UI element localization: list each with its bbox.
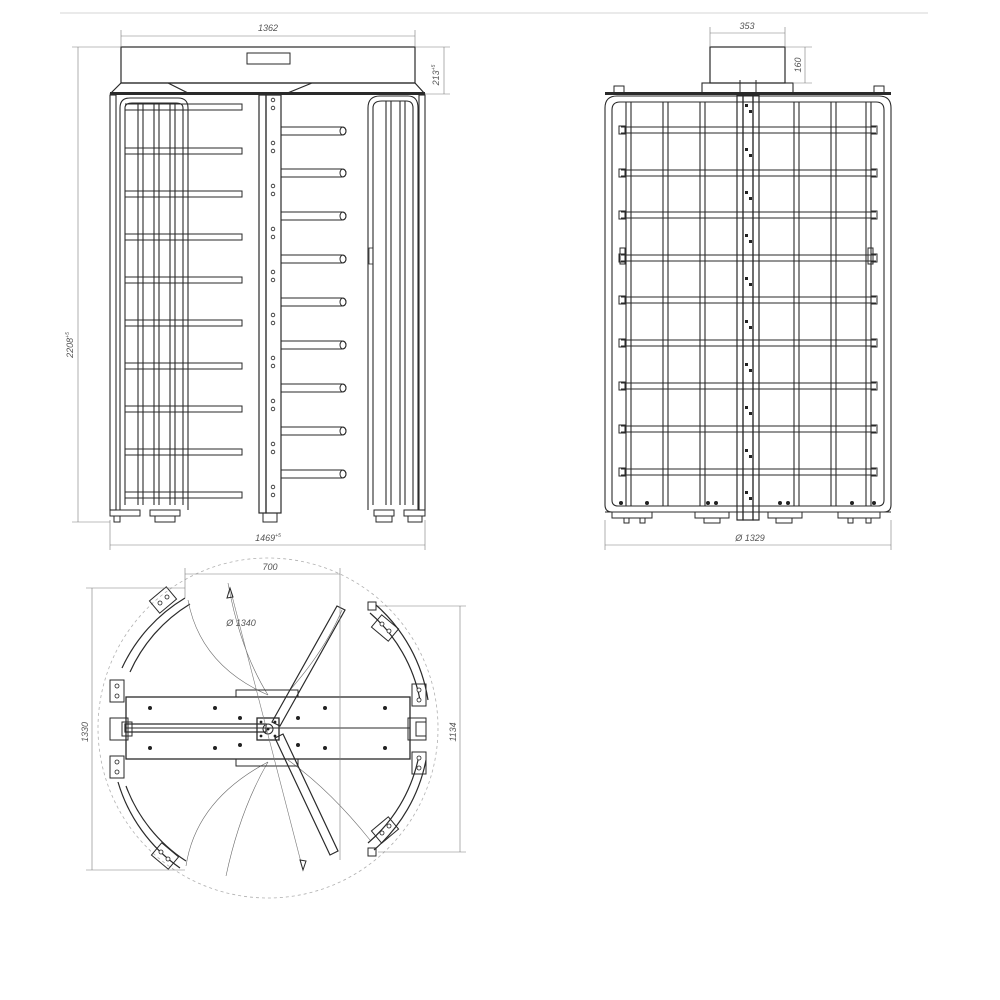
- front-view: [109, 46, 426, 523]
- front-cap-height-label: 213+5: [431, 64, 441, 86]
- front-rotor-column: [258, 94, 282, 523]
- side-diameter-label: Ø 1329: [734, 533, 765, 543]
- side-rotor-column: [736, 80, 760, 521]
- side-canopy-bar: [605, 92, 891, 95]
- plan-dimension-lines: [86, 568, 466, 871]
- side-view: [604, 46, 892, 524]
- side-horizontal-bars: [621, 126, 876, 476]
- side-cap-width-label: 353: [739, 21, 754, 31]
- plan-rotor-arms: [124, 605, 346, 856]
- plan-passage-width-label: 700: [262, 562, 277, 572]
- front-canopy-bar: [110, 92, 425, 95]
- front-left-post: [109, 94, 117, 511]
- front-height-label: 2208+5: [65, 332, 75, 359]
- front-right-post: [418, 94, 426, 511]
- side-top-cover: [709, 46, 786, 84]
- front-dimension-lines: [72, 30, 450, 550]
- plan-arc-brackets: [109, 586, 427, 870]
- front-right-fence: [367, 95, 419, 510]
- front-top-cover: [120, 46, 416, 84]
- front-static-arms: [125, 103, 243, 499]
- side-vertical-bars: [625, 102, 872, 506]
- side-dimension-lines: [604, 27, 892, 550]
- plan-inner-depth-label: 1134: [448, 722, 458, 741]
- plan-rotor-sweep-circle: [97, 557, 439, 899]
- side-feet: [605, 501, 891, 524]
- side-bar-end-caps: [618, 125, 878, 477]
- front-left-fence: [119, 97, 189, 510]
- plan-view: [97, 557, 439, 899]
- plan-rotor-diameter-label: Ø 1340: [225, 618, 256, 628]
- side-cap-height-label: 160: [793, 57, 803, 72]
- front-width-top-label: 1362: [258, 23, 278, 33]
- plan-diameter-leader: [229, 587, 304, 871]
- plan-overall-depth-label: 1330: [80, 722, 90, 742]
- front-cover-slot: [246, 52, 291, 65]
- front-feet: [109, 509, 426, 523]
- front-width-base-label: 1469+5: [255, 533, 281, 543]
- front-rotor-arms: [281, 126, 347, 479]
